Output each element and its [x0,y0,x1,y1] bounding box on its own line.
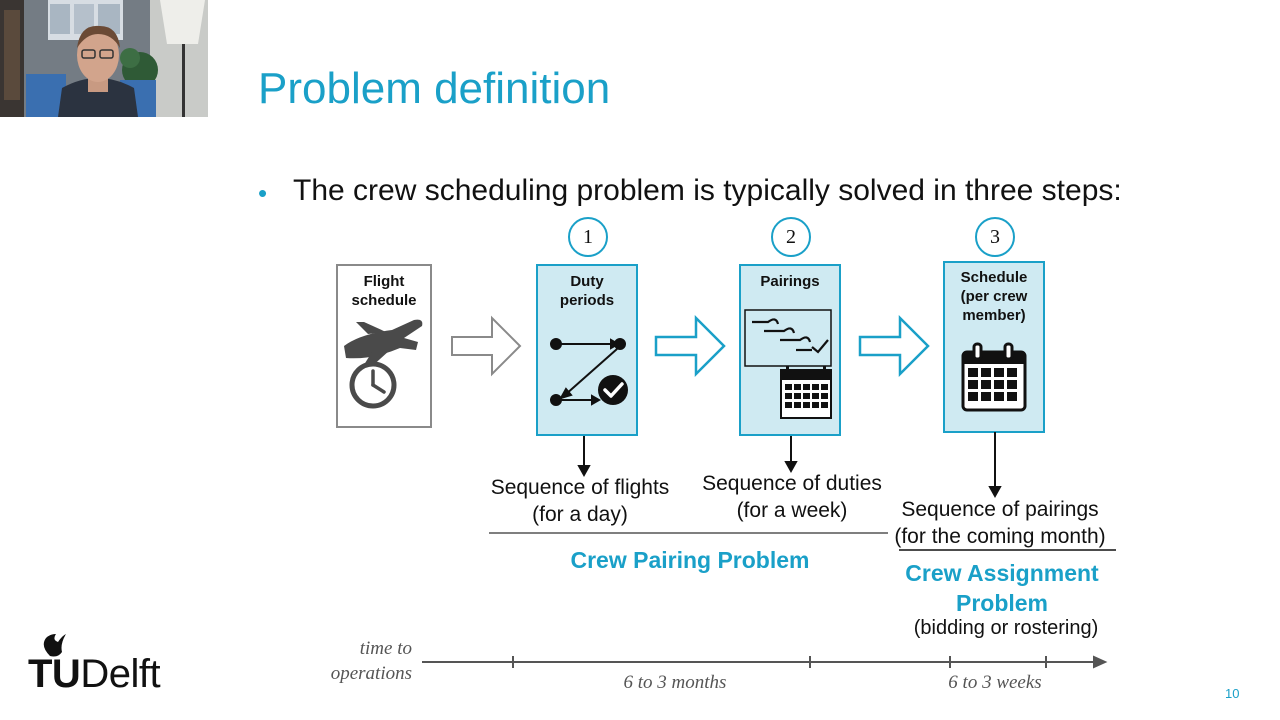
step-3-circle [975,217,1015,257]
step-1-circle [568,217,608,257]
tudelft-logo: TUDelft [28,652,161,697]
bullet-icon: • [258,178,268,208]
crew-assignment-note: (bidding or rostering) [913,617,1099,639]
clock-icon [349,361,397,409]
timeline-label: time to operations [330,638,412,684]
page-number: 10 [1225,686,1240,701]
timeline-axis [422,655,1108,669]
logo-tu: TU [28,652,81,696]
timeline-months-label: 6 to 3 months [623,672,727,693]
slide-title: Problem definition [258,64,611,113]
presenter-webcam [0,0,208,117]
schedule-label: Schedule (per crew member) [960,269,1028,324]
timeline-weeks-label: 6 to 3 weeks [948,672,1042,693]
crew-pairing-problem-label: Crew Pairing Problem [570,547,810,573]
logo-delft: Delft [80,652,161,696]
step-1-label: 1 [583,226,593,248]
step-2-circle [771,217,811,257]
sequence-flights-label: Sequence of flights (for a day) [490,476,670,526]
bullet-text: The crew scheduling problem is typically… [293,174,1122,207]
step-2-label: 2 [786,226,796,248]
schedule-calendar-icon [961,342,1027,412]
pairings-icon [744,309,832,367]
duty-periods-label: Duty periods [559,273,615,309]
sequence-duties-label: Sequence of duties (for a week) [702,472,882,522]
arrow-3-icon [858,314,930,378]
step-3-label: 3 [990,226,1000,248]
flight-schedule-label: Flight schedule [351,273,417,309]
crew-assignment-problem-label: Crew Assignment Problem [905,560,1099,616]
arrow-1-icon [451,315,522,377]
calendar-icon [780,366,832,419]
tudelft-flame-icon [43,634,66,657]
arrow-2-icon [654,314,726,378]
pairings-label: Pairings [760,273,820,290]
duty-sequence-icon [550,338,626,406]
checkmark-icon [598,375,628,405]
duty-periods-box [536,264,638,436]
sequence-pairings-label: Sequence of pairings (for the coming mon… [894,498,1106,548]
